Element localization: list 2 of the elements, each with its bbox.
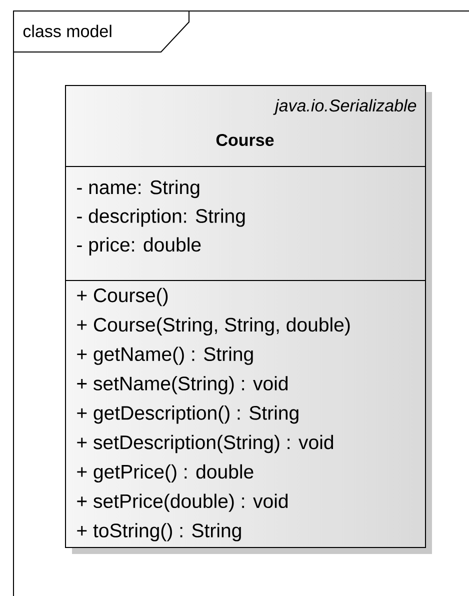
compartment-box: + Course() + Course(String, String, double) + getName() : String + setName(String) : void + getDescription() : String + setDescription(String) : void + getPrice() : double + setPrice(double) : void + toString() : String [65, 280, 426, 548]
compartment-box: - name: String - description: String - price: double [65, 166, 426, 281]
